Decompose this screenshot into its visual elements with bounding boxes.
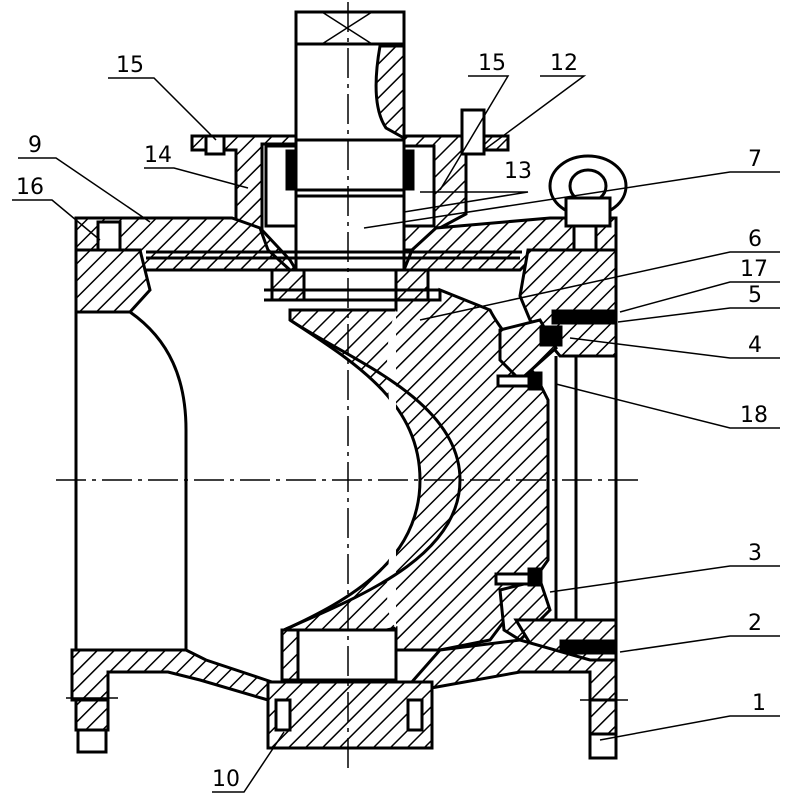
eye-bolt	[548, 154, 628, 228]
callout-15: 15	[478, 51, 506, 76]
callout-labels: 15 15 12 9 16 14 13 7 6 17 5 4 18 3 2 1 …	[16, 51, 768, 792]
callout-5: 5	[748, 283, 762, 308]
callout-4: 4	[748, 333, 762, 358]
callout-2: 2	[748, 611, 762, 636]
callout-9: 9	[28, 133, 42, 158]
inner-bore	[146, 250, 522, 302]
centerlines	[56, 2, 640, 770]
callout-10: 10	[212, 767, 240, 792]
callout-16: 16	[16, 175, 44, 200]
plug	[280, 287, 550, 682]
callout-18: 18	[740, 403, 768, 428]
callout-13: 13	[504, 159, 532, 184]
pins	[494, 371, 543, 587]
bonnet	[190, 108, 510, 272]
body-left	[70, 248, 298, 754]
callout-6: 6	[748, 227, 762, 252]
callout-7: 7	[748, 147, 762, 172]
bottom-cover	[266, 680, 434, 750]
callout-1: 1	[752, 691, 766, 716]
callout-12: 12	[550, 51, 578, 76]
body-right	[392, 248, 618, 760]
stem	[294, 10, 406, 272]
callout-11: 15	[116, 53, 144, 78]
leader-lines	[12, 75, 780, 793]
callout-3: 3	[748, 541, 762, 566]
callout-14: 14	[144, 143, 172, 168]
callout-17: 17	[740, 257, 768, 282]
